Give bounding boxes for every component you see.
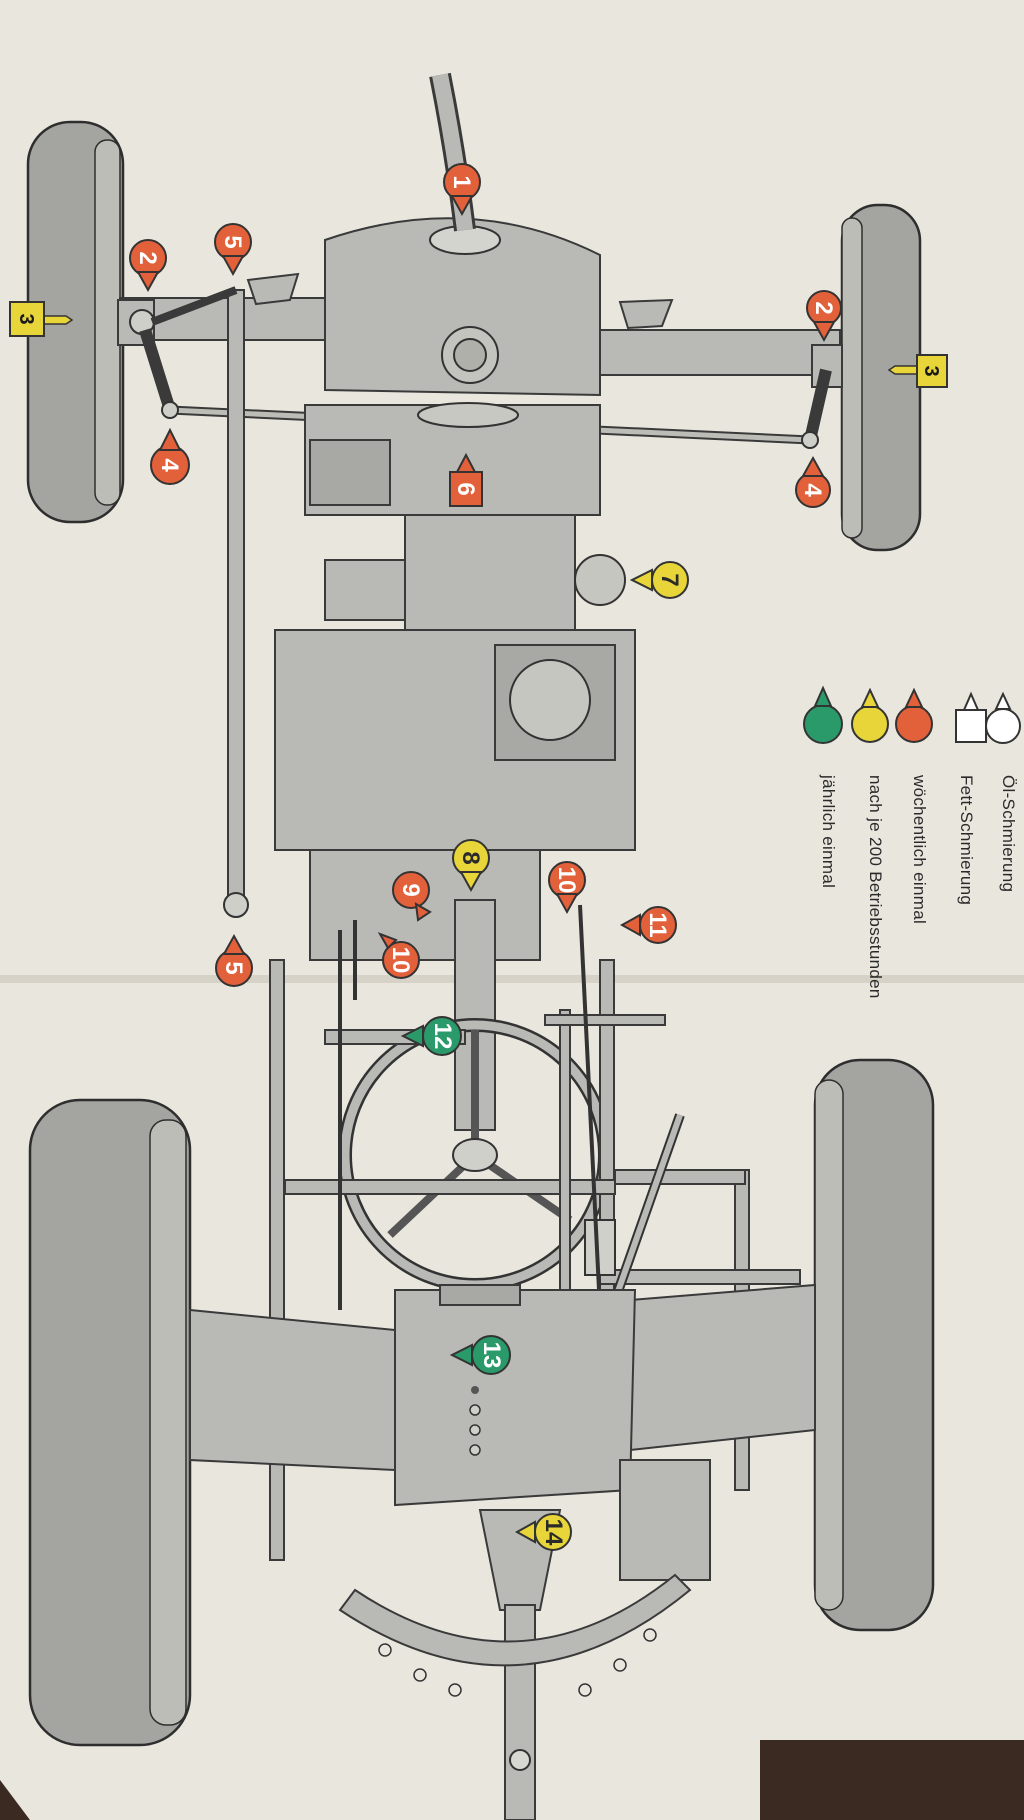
legend-weekly: wöchentlich einmal [895,687,933,924]
marker-4-left: 4 [150,427,190,485]
control-rods [338,904,602,1311]
marker-3-left-label: 3 [15,313,37,324]
legend-200-hours-label: nach je 200 Betriebsstunden [866,775,885,999]
marker-5-top-label: 5 [219,235,246,248]
marker-1-label: 1 [448,175,475,188]
marker-13: 13 [449,1335,511,1375]
marker-5-bottom: 5 [215,933,253,987]
marker-2-left-label: 2 [134,251,161,264]
marker-8: 8 [452,839,490,893]
marker-10-left-label: 10 [387,947,414,974]
marker-4-right: 4 [795,455,831,508]
legend-yearly-label: jährlich einmal [819,774,838,888]
engine-block [274,402,636,961]
marker-7-label: 7 [656,573,683,586]
marker-7: 7 [629,561,689,599]
marker-11-label: 11 [644,912,671,937]
legend-200-hours: nach je 200 Betriebsstunden [851,687,889,999]
legend-grease-label: Fett-Schmierung [957,775,976,905]
legend: Öl-Schmierung Fett-Schmierung wöchentlic… [803,685,1021,999]
legend-weekly-label: wöchentlich einmal [910,774,929,924]
green-marker-icon [803,685,843,744]
marker-2-right-label: 2 [810,301,837,314]
legend-oil: Öl-Schmierung [985,691,1021,892]
red-marker-icon [895,687,933,743]
marker-4-right-label: 4 [799,483,826,497]
differential-housing [394,1284,637,1507]
legend-grease: Fett-Schmierung [955,691,987,905]
marker-10-left: 10 [377,932,420,979]
grease-square-outline-icon [955,691,987,743]
legend-yearly: jährlich einmal [803,685,843,888]
marker-9: 9 [392,871,432,922]
legend-oil-label: Öl-Schmierung [999,775,1018,892]
marker-3-left: 3 [9,301,74,337]
marker-12-label: 12 [429,1023,456,1050]
marker-13-label: 13 [478,1342,505,1369]
marker-2-left: 2 [129,239,167,293]
marker-8-label: 8 [457,851,484,864]
marker-12: 12 [400,1016,462,1056]
marker-2-right: 2 [806,290,842,343]
marker-14: 14 [514,1513,572,1551]
swinging-drawbar-quadrant [338,1573,692,1697]
rear-left-wheel [28,1098,192,1747]
marker-10-right-label: 10 [553,867,580,894]
marker-3-right-label: 3 [920,365,942,376]
rear-right-wheel [813,1058,935,1632]
radiator-hood [324,217,601,397]
marker-6: 6 [449,452,483,507]
marker-14-label: 14 [540,1519,567,1546]
marker-6-label: 6 [452,482,479,495]
marker-5-bottom-label: 5 [220,961,247,974]
marker-11: 11 [619,906,677,944]
rear-axle [189,1283,816,1472]
marker-1: 1 [443,163,481,217]
front-left-wheel [26,120,125,524]
marker-4-left-label: 4 [156,458,183,472]
front-right-wheel [840,203,922,552]
oil-cups [246,272,674,330]
drag-link [150,286,249,918]
marker-5-top: 5 [214,223,252,277]
marker-3-right: 3 [887,354,948,388]
yellow-marker-icon [851,687,889,743]
marker-10-right: 10 [548,861,586,915]
marker-9-label: 9 [397,883,424,896]
rear-fenders [619,1459,711,1581]
page-fold [0,975,1024,983]
bottom-edge [760,1740,1024,1820]
